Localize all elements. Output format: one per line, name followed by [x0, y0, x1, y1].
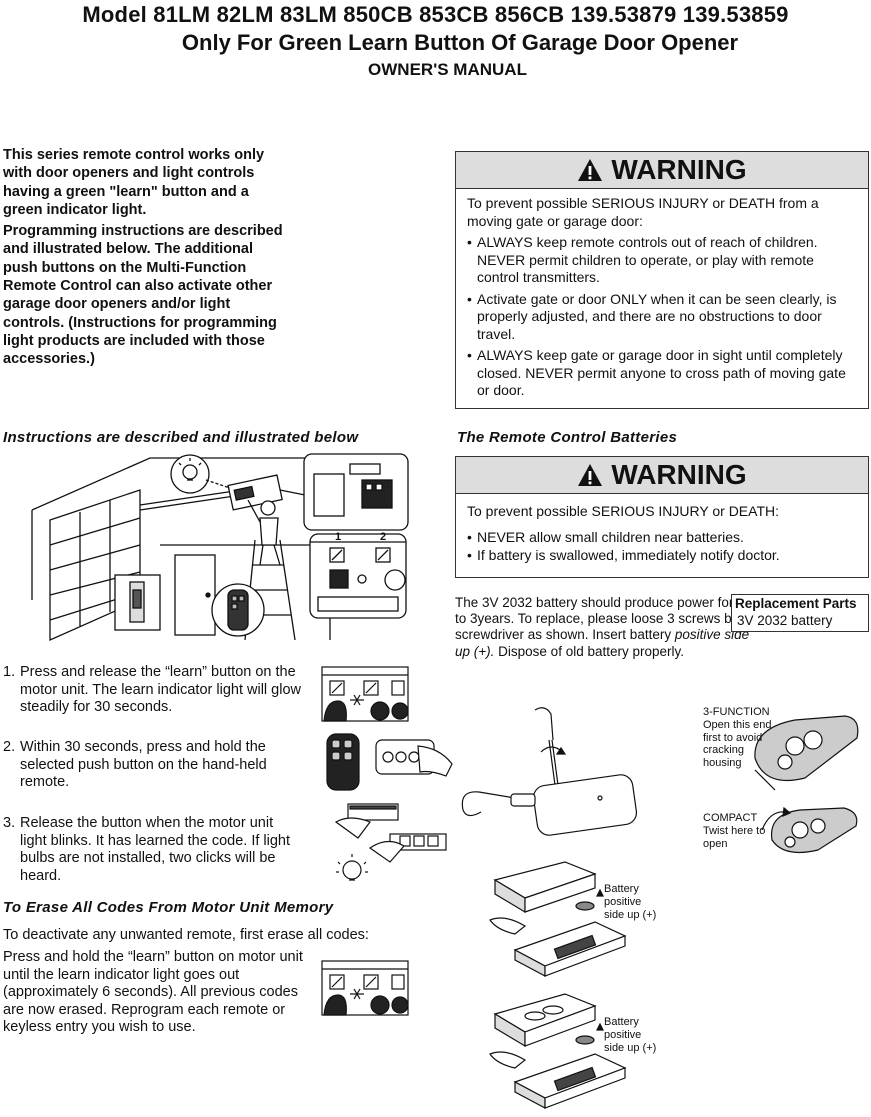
label-sideup-2: side up (+) [604, 1042, 657, 1054]
battery-text-a: The 3V 2032 battery should produce power… [455, 595, 753, 643]
warning-triangle-icon [578, 159, 603, 181]
warning-header: WARNING [456, 457, 868, 494]
panel-label-1: 1 [335, 531, 342, 543]
intro-paragraph-2: Programming instructions are described a… [3, 223, 283, 368]
step-2-remote-illustration [326, 733, 453, 791]
battery-text-b: Dispose of old battery properly. [494, 643, 684, 659]
warning-header: WARNING [456, 152, 868, 189]
warning-body: To prevent possible SERIOUS INJURY or DE… [456, 494, 868, 575]
battery-instructions: The 3V 2032 battery should produce power… [455, 595, 755, 660]
step-3: 3. Release the button when the motor uni… [3, 815, 313, 887]
intro-paragraph-1: This series remote control works only wi… [3, 147, 265, 218]
battery-text-emphasis: positive side up (+). [455, 627, 750, 659]
warning-box-gate: WARNING To prevent possible SERIOUS INJU… [455, 151, 869, 409]
warning-list: NEVER allow small children near batterie… [467, 529, 858, 565]
warning-lead: To prevent possible SERIOUS INJURY or DE… [467, 195, 819, 229]
label-sideup-1: side up (+) [604, 909, 657, 921]
motor-panel-detail [303, 453, 409, 619]
step-1: 1. Press and release the “learn” button … [3, 664, 313, 718]
model-list-title: Model 81LM 82LM 83LM 850CB 853CB 856CB 1… [82, 2, 789, 27]
person-figure [247, 499, 281, 566]
label-three-function: 3-FUNCTION [703, 706, 770, 718]
step-number: 1. [3, 664, 16, 680]
replacement-parts-item: 3V 2032 battery [737, 613, 833, 628]
warning-list: ALWAYS keep remote controls out of reach… [467, 234, 858, 400]
label-positive-2: positive [604, 1029, 642, 1041]
intro-text: This series remote control works only wi… [3, 146, 283, 372]
warning-triangle-icon [578, 464, 603, 486]
warning-heading-text: WARNING [611, 459, 747, 490]
warning-item: If battery is swallowed, immediately not… [467, 547, 858, 565]
screwdriver-remote-illustration [461, 707, 638, 836]
battery-open-illustration-2 [489, 993, 627, 1109]
battery-open-illustration-1 [489, 861, 627, 977]
step-2: 2. Within 30 seconds, press and hold the… [3, 739, 313, 793]
erase-instructions: Press and hold the “learn” button on mot… [3, 949, 303, 1035]
page-subtitle: Only For Green Learn Button Of Garage Do… [181, 30, 739, 55]
panel-label-2: 2 [380, 531, 387, 543]
step-text: Within 30 seconds, press and hold the se… [20, 739, 267, 790]
warning-body: To prevent possible SERIOUS INJURY or DE… [456, 189, 868, 410]
warning-box-battery: WARNING To prevent possible SERIOUS INJU… [455, 456, 869, 578]
manual-title: OWNER'S MANUAL [368, 60, 527, 79]
batteries-heading: The Remote Control Batteries [457, 429, 678, 446]
step-1-panel-illustration [321, 666, 409, 722]
light-bulb-icon [170, 454, 210, 494]
replacement-parts-title: Replacement Parts [735, 596, 857, 611]
label-positive-1: positive [604, 896, 642, 908]
warning-heading-text: WARNING [611, 154, 747, 185]
replacement-parts-box: Replacement Parts 3V 2032 battery [731, 594, 869, 632]
label-battery-2: Battery [604, 1016, 639, 1028]
garage-illustration [31, 453, 409, 642]
warning-item: Activate gate or door ONLY when it can b… [467, 291, 858, 344]
label-twist: Twist here to open [703, 825, 766, 850]
erase-heading: To Erase All Codes From Motor Unit Memor… [3, 899, 334, 916]
warning-item: NEVER allow small children near batterie… [467, 529, 858, 547]
label-open-end: Open this end first to avoid cracking ho… [703, 719, 772, 769]
compact-remote-illustration [761, 806, 858, 853]
label-battery-1: Battery [604, 883, 639, 895]
instructions-heading: Instructions are described and illustrat… [3, 429, 359, 446]
warning-lead: To prevent possible SERIOUS INJURY or DE… [467, 503, 779, 519]
step-3-blink-illustration [334, 803, 447, 881]
erase-panel-illustration [321, 960, 409, 1016]
three-function-remote-illustration [754, 715, 859, 791]
warning-item: ALWAYS keep gate or garage door in sight… [467, 347, 858, 400]
remote-callout-icon [211, 583, 265, 637]
step-text: Release the button when the motor unit l… [20, 815, 291, 884]
label-compact: COMPACT [703, 812, 758, 824]
warning-item: ALWAYS keep remote controls out of reach… [467, 234, 858, 287]
erase-lead: To deactivate any unwanted remote, first… [3, 927, 369, 943]
step-number: 3. [3, 815, 16, 831]
step-text: Press and release the “learn” button on … [20, 664, 302, 715]
step-number: 2. [3, 739, 16, 755]
wall-control-icon [114, 574, 161, 631]
